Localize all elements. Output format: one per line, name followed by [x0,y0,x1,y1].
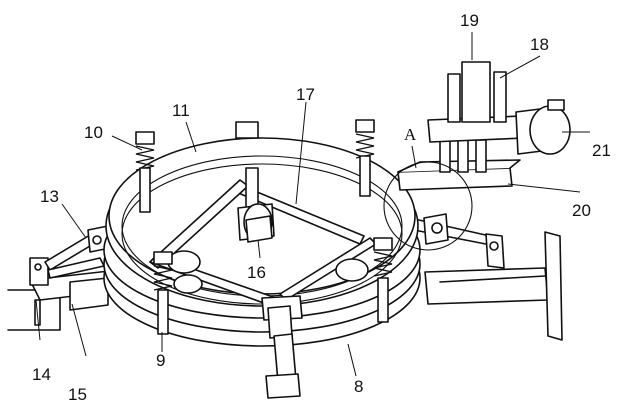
label-21: 21 [592,141,611,160]
spring-post-right [355,119,375,197]
label-13: 13 [40,187,59,206]
spring-post-front-right [373,237,393,323]
label-14: 14 [32,365,51,384]
label-15: 15 [68,385,87,404]
label-11: 11 [172,101,190,120]
label-20: 20 [572,201,591,220]
detail-circle-a [383,161,473,251]
label-18: 18 [530,35,549,54]
label-17: 17 [296,85,315,104]
roller-16 [237,203,275,243]
spring-post-9 [153,251,173,335]
label-16: 16 [247,263,266,282]
label-19: 19 [460,11,479,30]
spring-post-10 [135,131,155,213]
label-10: 10 [84,123,103,142]
label-9: 9 [156,351,165,370]
label-a: A [404,125,417,144]
callout-labels: 8 9 10 11 13 14 15 16 17 18 19 20 21 A [32,11,611,404]
leader-lines [35,32,590,377]
bottom-clamp-arm [265,305,301,399]
label-8: 8 [354,377,363,396]
motor-assembly [397,61,571,191]
right-bracket-assembly [409,213,563,341]
